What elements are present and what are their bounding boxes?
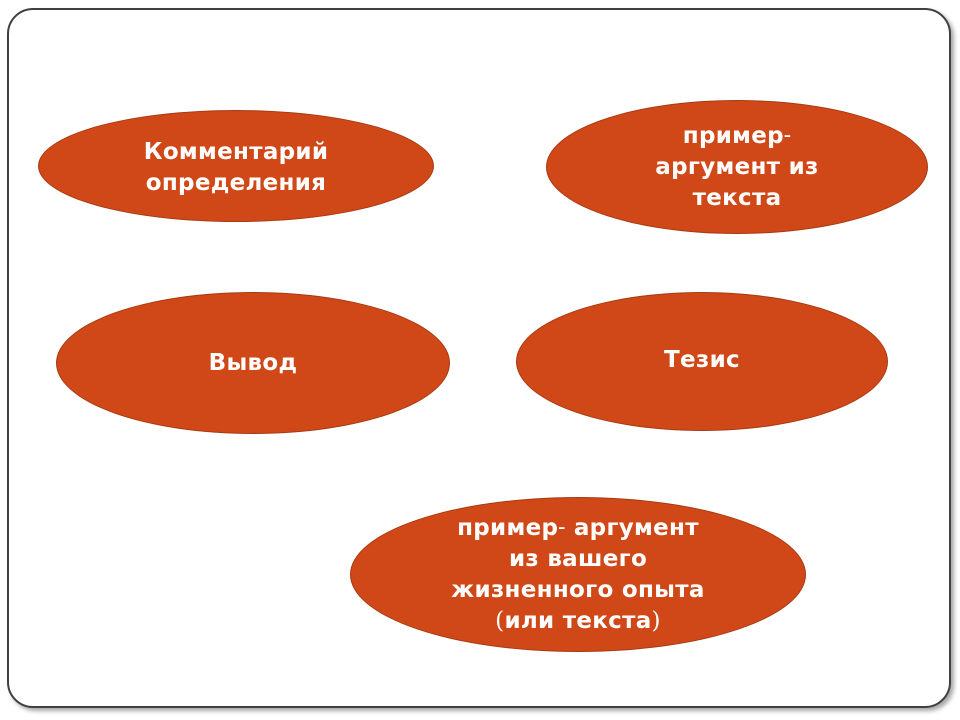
oval-example-life-line-1: пример– аргумент [451,513,704,544]
oval-example-life-label: пример– аргумент из вашего жизненного оп… [451,513,704,637]
oval-example-text-line-3: текста [692,184,782,211]
oval-example-life-dash: – [558,519,566,536]
oval-comment-definition: Комментарий определения [38,110,434,222]
oval-example-life-line-2: из вашего [508,545,648,572]
oval-example-life-line-3: жизненного опыта [451,576,705,603]
oval-example-text-dash: – [783,127,792,144]
oval-example-life-open-paren: ( [495,607,505,634]
oval-example-text-word: пример [682,122,784,149]
oval-example-life-rest: аргумент [565,514,699,541]
oval-conclusion-label: Вывод [209,348,298,379]
oval-thesis-label: Тезис [664,345,740,376]
oval-example-life-line-4-text: или текста [504,607,652,634]
oval-example-life-close-paren: ) [651,607,661,634]
oval-example-text-label: пример– аргумент из текста [655,121,818,214]
oval-comment-label: Комментарий определения [144,137,329,199]
oval-thesis: Тезис [516,292,888,431]
oval-comment-line-1: Комментарий [143,139,329,165]
oval-example-life-word: пример [457,514,559,541]
oval-example-text-line-2: аргумент из [655,153,819,180]
oval-thesis-text: Тезис [664,347,740,373]
oval-example-text-line-1: пример– [655,121,818,152]
oval-example-life-line-4: (или текста) [451,606,704,637]
oval-conclusion-text: Вывод [208,349,298,376]
oval-conclusion: Вывод [56,292,450,434]
oval-example-argument-life: пример– аргумент из вашего жизненного оп… [350,497,806,652]
oval-comment-line-2: определения [145,170,327,196]
oval-example-argument-text: пример– аргумент из текста [546,100,928,234]
